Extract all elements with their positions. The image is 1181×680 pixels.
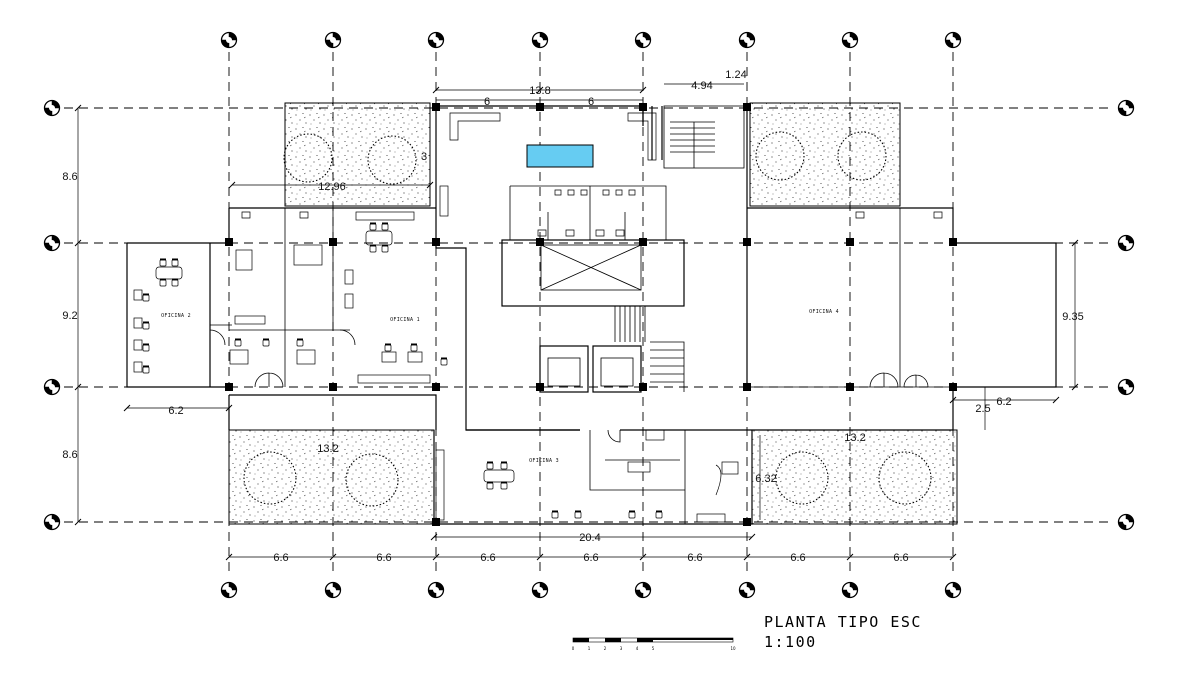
dim-top-total: 13.8 (529, 85, 550, 97)
reception-glass-panel (526, 144, 594, 168)
restroom-fixtures (241, 189, 943, 237)
structural-columns (225, 103, 957, 526)
furniture (133, 112, 739, 523)
dim-bottom-bay: 6.6 (790, 552, 805, 564)
scale-bar-tick: 0 (572, 646, 575, 651)
room-label-oficina-1: OFICINA 1 (390, 317, 420, 323)
dim-bottom-bay: 6.6 (480, 552, 495, 564)
scale-bar-tick: 10 (730, 646, 736, 651)
dimension-lines (74, 83, 1079, 561)
dim-bottom-bay: 6.6 (273, 552, 288, 564)
room-label-oficina-3: OFICINA 3 (529, 458, 559, 464)
dim-garden-top-left-height: 3 (421, 151, 427, 163)
dim-stair-gap: 1.24 (725, 69, 746, 81)
dim-garden-bottom-left: 13.2 (317, 443, 338, 455)
dim-garden-top-left-width: 12.96 (318, 181, 346, 193)
scale-bar (572, 637, 734, 643)
dim-top-half-left: 6 (484, 96, 490, 108)
drawing-scale: 1:100 (764, 633, 817, 651)
dim-bottom-bay: 6.6 (893, 552, 908, 564)
dim-right-offset: 2.5 (975, 403, 990, 415)
dim-bottom-bay: 6.6 (583, 552, 598, 564)
dim-garden-bottom-right-height: 6.32 (755, 473, 776, 485)
scale-bar-tick: 1 (588, 646, 591, 651)
dim-stair-width: 4.94 (691, 80, 712, 92)
dim-left-middle: 9.2 (62, 310, 77, 322)
dim-left-upper: 8.6 (62, 171, 77, 183)
dim-garden-bottom-right: 13.2 (844, 432, 865, 444)
dim-left-lower: 8.6 (62, 449, 77, 461)
dim-right-wing-height: 9.35 (1062, 311, 1083, 323)
scale-bar-tick: 5 (652, 646, 655, 651)
scale-bar-tick: 3 (620, 646, 623, 651)
room-label-oficina-4: OFICINA 4 (809, 309, 839, 315)
dim-right-wing-width: 6.2 (996, 396, 1011, 408)
dim-bottom-bay: 6.6 (376, 552, 391, 564)
dim-oficina2-width: 6.2 (168, 405, 183, 417)
dim-bottom-bay: 6.6 (687, 552, 702, 564)
drawing-title: PLANTA TIPO ESC (764, 613, 922, 631)
scale-bar-tick: 2 (604, 646, 607, 651)
building-walls (126, 105, 1057, 525)
dim-top-half-right: 6 (588, 96, 594, 108)
dim-bottom-center-total: 20.4 (579, 532, 600, 544)
tree-canopy-icon (243, 131, 932, 507)
room-label-oficina-2: OFICINA 2 (161, 313, 191, 319)
scale-bar-tick: 4 (636, 646, 639, 651)
grid-axis-bubble-icon (43, 31, 1135, 599)
